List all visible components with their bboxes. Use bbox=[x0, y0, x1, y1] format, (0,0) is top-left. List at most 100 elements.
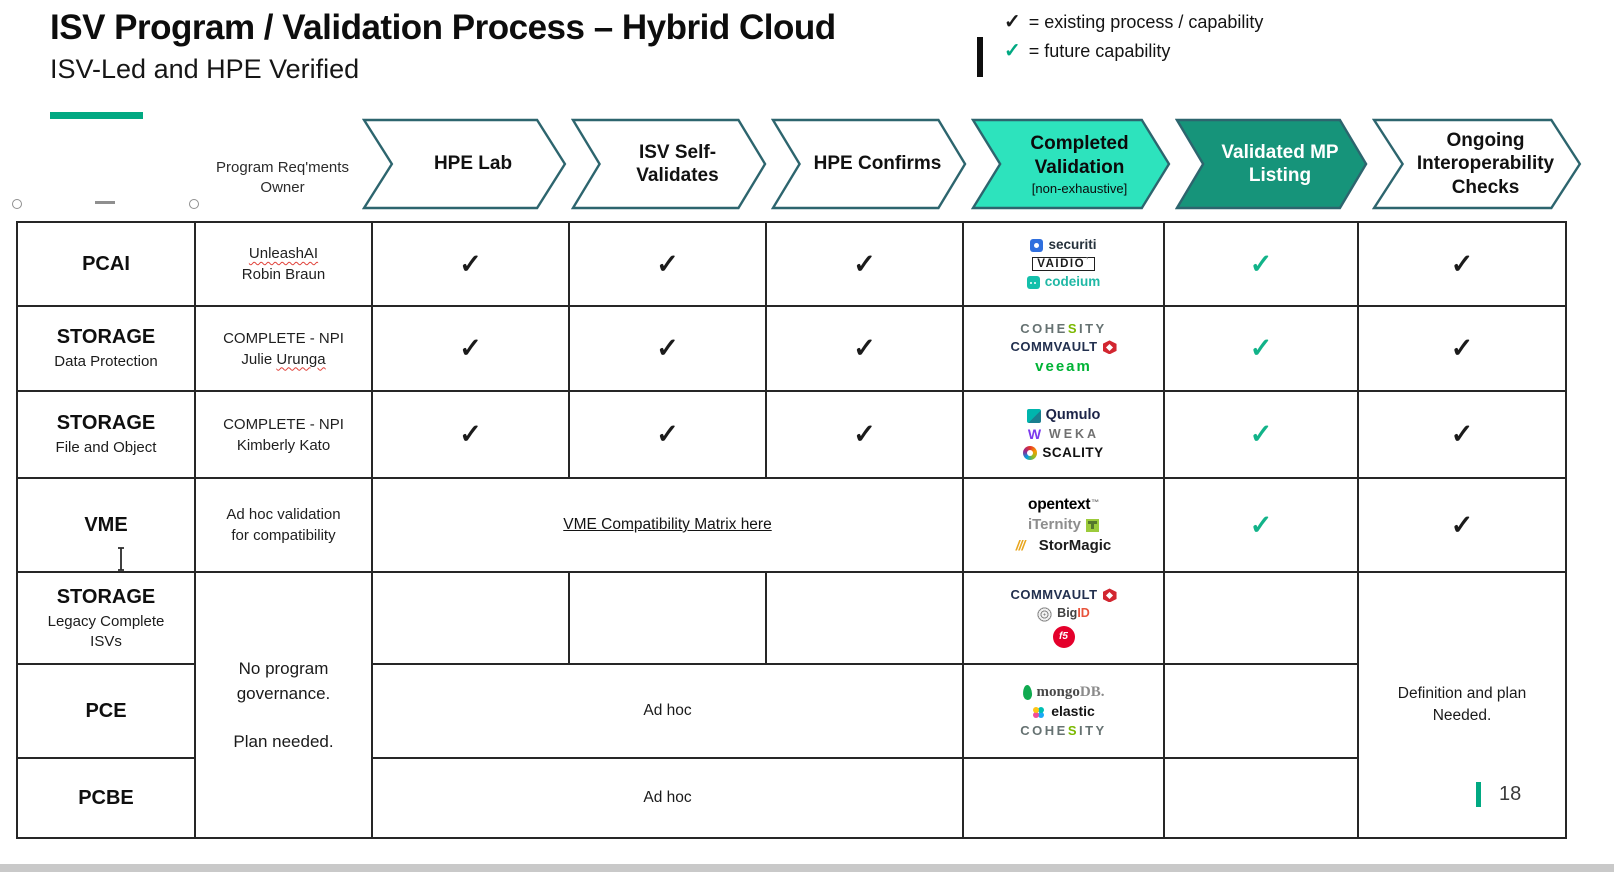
selection-handle-right[interactable] bbox=[189, 199, 199, 209]
cell-pcbe-validated-mp bbox=[1163, 757, 1359, 839]
owner-line: Robin Braun bbox=[241, 266, 326, 283]
veeam-logo: veeam bbox=[1035, 357, 1092, 376]
cell-pcai-validated-mp: ✓ bbox=[1163, 221, 1359, 307]
commvault-logo: COMMVAULT bbox=[1010, 588, 1117, 603]
commvault-wordmark: COMMVAULT bbox=[1010, 339, 1098, 355]
stage-chevron-isv-self-validates: ISV Self- Validates bbox=[571, 118, 768, 210]
owner-cell-storage-fo: COMPLETE - NPI Kimberly Kato bbox=[194, 390, 373, 479]
table-row-vme: VME Ad hoc validation for compatibility … bbox=[16, 477, 1567, 573]
owner-cell-pcai: UnleashAI Robin Braun bbox=[194, 221, 373, 307]
existing-check-icon: ✓ bbox=[1450, 333, 1474, 363]
cell-pce-validated-mp bbox=[1163, 663, 1359, 759]
cell-pce-adhoc: Ad hoc bbox=[371, 663, 964, 759]
row-label-storage-dp: STORAGE Data Protection bbox=[16, 305, 196, 392]
veeam-wordmark: veeam bbox=[1035, 357, 1092, 375]
stage-chevron-validated-mp-listing: Validated MP Listing bbox=[1175, 118, 1369, 210]
qumulo-wordmark: Qumulo bbox=[1045, 407, 1101, 424]
legend: ✓ = existing process / capability ✓ = fu… bbox=[1004, 8, 1263, 66]
future-check-icon: ✓ bbox=[1249, 333, 1273, 363]
text-cursor-ibeam bbox=[114, 546, 128, 577]
cell-pcbe-completed bbox=[962, 757, 1165, 839]
existing-check-icon: ✓ bbox=[459, 333, 482, 363]
owner-line: COMPLETE - NPI bbox=[223, 415, 344, 433]
commvault-logo: COMMVAULT bbox=[1010, 339, 1117, 355]
cell-storage-fo-validated-mp: ✓ bbox=[1163, 390, 1359, 479]
row-label-storage-legacy: STORAGE Legacy Complete ISVs bbox=[16, 571, 196, 665]
cell-storage-dp-isv-self: ✓ bbox=[568, 305, 767, 392]
selection-handle-left[interactable] bbox=[12, 199, 22, 209]
legend-existing-label: = existing process / capability bbox=[1028, 12, 1264, 32]
stage-chevron-hpe-confirms: HPE Confirms bbox=[771, 118, 968, 210]
elastic-icon bbox=[1032, 706, 1046, 719]
governance-plan-text: Plan needed. bbox=[233, 731, 334, 751]
stormagic-icon bbox=[1016, 538, 1034, 553]
stage-label: Completed Validation bbox=[1030, 133, 1129, 178]
table-row-pcai: PCAI UnleashAI Robin Braun ✓ ✓ ✓ securit… bbox=[16, 221, 1567, 307]
cell-no-program-governance: No program governance. Plan needed. bbox=[194, 571, 373, 839]
cell-vme-compatibility: VME Compatibility Matrix here bbox=[371, 477, 964, 573]
existing-check-icon: ✓ bbox=[853, 248, 876, 279]
codeium-icon bbox=[1026, 276, 1040, 290]
existing-check-icon: ✓ bbox=[1450, 248, 1474, 279]
chevron-shape bbox=[1374, 120, 1580, 208]
future-check-icon: ✓ bbox=[1249, 509, 1273, 540]
codeium-wordmark: codeium bbox=[1044, 274, 1101, 290]
cell-storage-fo-hpe-lab: ✓ bbox=[371, 390, 570, 479]
scality-icon bbox=[1023, 446, 1038, 461]
row-label-pce: PCE bbox=[16, 663, 196, 759]
elastic-wordmark: elastic bbox=[1051, 703, 1095, 720]
stage-label: Validated MP Listing bbox=[1221, 141, 1339, 186]
commvault-icon bbox=[1102, 340, 1117, 355]
qumulo-logo: Qumulo bbox=[1026, 407, 1101, 424]
existing-check-icon: ✓ bbox=[1450, 509, 1474, 540]
cell-pcai-hpe-confirms: ✓ bbox=[765, 221, 964, 307]
selection-handle-dash[interactable] bbox=[95, 201, 115, 204]
slide-number-accent-bar bbox=[1476, 782, 1481, 807]
existing-check-icon: ✓ bbox=[1004, 11, 1021, 33]
elastic-logo: elastic bbox=[1032, 704, 1095, 719]
chevron-shape bbox=[1177, 120, 1366, 208]
chevron-shape bbox=[573, 120, 765, 208]
securiti-wordmark: securiti bbox=[1048, 236, 1097, 252]
vme-compatibility-matrix-link[interactable]: VME Compatibility Matrix here bbox=[563, 516, 772, 533]
cell-definition-and-plan: Definition and plan Needed. bbox=[1357, 571, 1567, 839]
owner-line: COMPLETE - NPI bbox=[223, 329, 344, 347]
stage-label: HPE Lab bbox=[433, 153, 513, 175]
owner-column-header: Program Req'ments Owner bbox=[216, 159, 349, 197]
iternity-wordmark: iTernity bbox=[1027, 516, 1082, 534]
stage-chevron-ongoing-interoperability: Ongoing Interoperability Checks bbox=[1372, 118, 1583, 210]
scality-wordmark: SCALITY bbox=[1042, 445, 1104, 461]
page-title: ISV Program / Validation Process – Hybri… bbox=[50, 8, 836, 47]
owner-line: Ad hoc validation bbox=[226, 506, 341, 523]
scality-logo: SCALITY bbox=[1023, 445, 1104, 461]
cell-storage-dp-validated-mp: ✓ bbox=[1163, 305, 1359, 392]
row-label-pcbe: PCBE bbox=[16, 757, 196, 839]
stormagic-logo: StorMagic bbox=[1016, 537, 1112, 555]
existing-check-icon: ✓ bbox=[656, 248, 679, 279]
f5-wordmark: f5 bbox=[1059, 631, 1068, 643]
cell-pcai-hpe-lab: ✓ bbox=[371, 221, 570, 307]
weka-icon bbox=[1028, 427, 1044, 442]
definition-text-line1: Definition and plan bbox=[1397, 684, 1527, 702]
securiti-icon bbox=[1030, 238, 1044, 252]
iternity-logo: iTernity bbox=[1027, 516, 1100, 534]
text-caret bbox=[977, 37, 983, 77]
future-check-icon: ✓ bbox=[1249, 419, 1273, 449]
weka-wordmark: WEKA bbox=[1048, 427, 1100, 442]
process-chevron-band: HPE Lab ISV Self- Validates HPE Confirms… bbox=[362, 118, 1586, 210]
f5-logo: f5 bbox=[1052, 625, 1075, 648]
stage-sublabel: [non-exhaustive] bbox=[1031, 180, 1128, 196]
existing-check-icon: ✓ bbox=[853, 333, 876, 363]
table-row-pcbe: PCBE Ad hoc bbox=[16, 757, 1566, 839]
owner-cell-storage-dp: COMPLETE - NPI Julie Urunga bbox=[194, 305, 373, 392]
existing-check-icon: ✓ bbox=[459, 419, 482, 449]
table-row-storage-data-protection: STORAGE Data Protection COMPLETE - NPI J… bbox=[16, 305, 1567, 392]
